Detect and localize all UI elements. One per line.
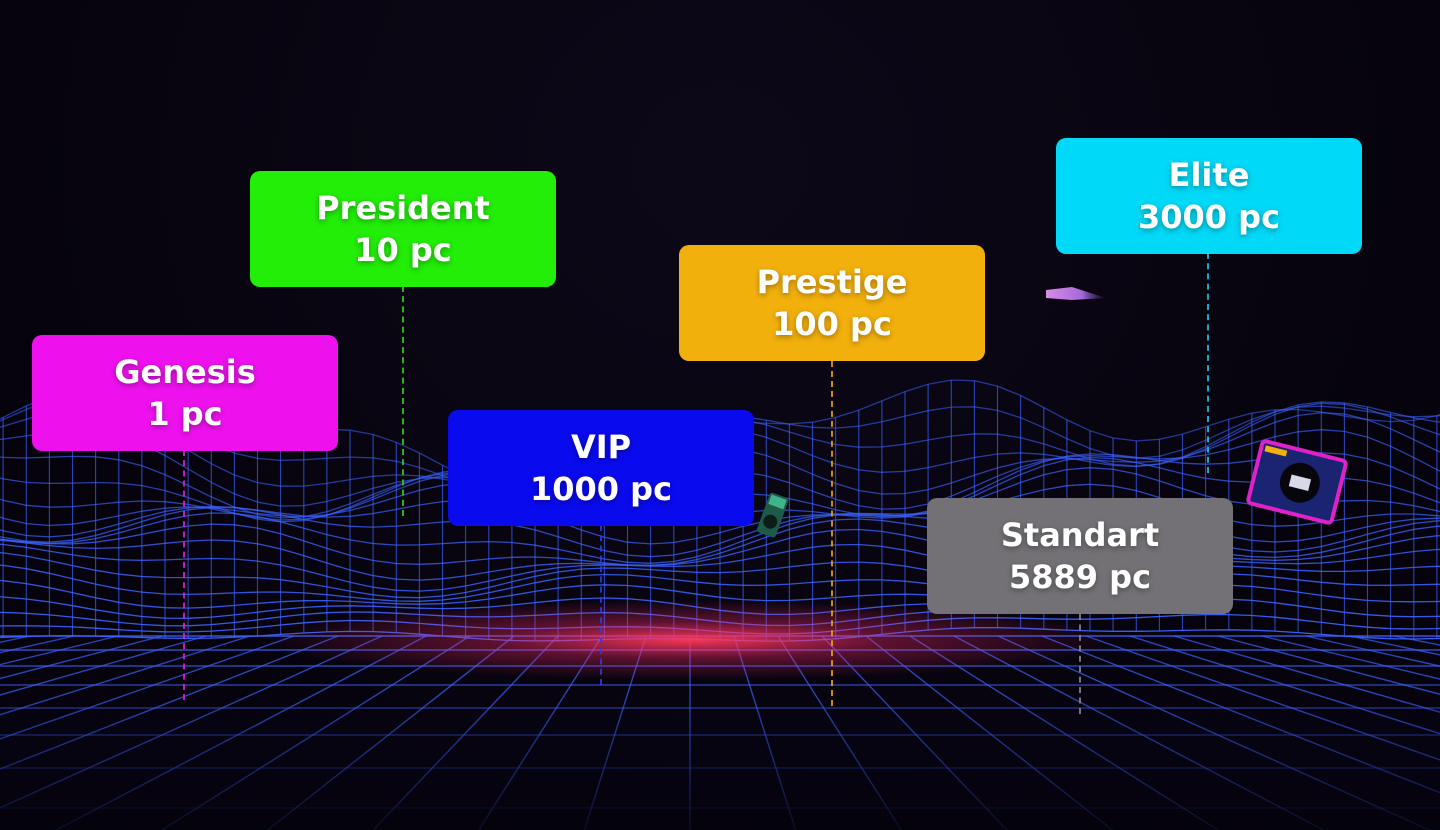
leader-line-vip: [600, 525, 602, 685]
nft-card-icon: [756, 492, 789, 538]
horizon-glow: [260, 600, 1120, 680]
tier-name: Genesis: [114, 353, 256, 391]
floor-column-line: [0, 635, 163, 680]
tier-count: 10 pc: [354, 231, 452, 269]
tier-name: VIP: [570, 428, 632, 466]
tier-card-president: President 10 pc: [250, 171, 556, 287]
tier-count: 1 pc: [147, 395, 223, 433]
tier-card-vip: VIP 1000 pc: [448, 410, 754, 526]
floor-column-line: [0, 635, 251, 716]
tier-count: 100 pc: [772, 305, 892, 343]
tier-name: President: [316, 189, 490, 227]
tier-name: Standart: [1000, 516, 1160, 554]
leader-line-prestige: [831, 361, 833, 706]
floor-column-line: [1261, 635, 1440, 680]
floor-column-line: [0, 635, 207, 696]
tier-name: Prestige: [756, 263, 908, 301]
tier-card-elite: Elite 3000 pc: [1056, 138, 1362, 254]
leader-line-president: [402, 286, 404, 516]
tier-count: 1000 pc: [529, 470, 673, 508]
leader-line-elite: [1207, 253, 1209, 473]
tier-card-genesis: Genesis 1 pc: [32, 335, 338, 451]
tier-card-prestige: Prestige 100 pc: [679, 245, 985, 361]
tier-count: 5889 pc: [1008, 558, 1152, 596]
nft-card-icon: [1246, 439, 1348, 525]
floor-fade: [0, 690, 1440, 830]
leader-line-genesis: [183, 450, 185, 700]
tier-card-standart: Standart 5889 pc: [927, 498, 1233, 614]
floor-column-line: [1173, 635, 1440, 713]
leader-line-standart: [1079, 614, 1081, 714]
floor-column-line: [1217, 635, 1440, 695]
floating-card-icon: [1046, 287, 1106, 300]
tier-name: Elite: [1168, 156, 1250, 194]
tier-count: 3000 pc: [1137, 198, 1281, 236]
